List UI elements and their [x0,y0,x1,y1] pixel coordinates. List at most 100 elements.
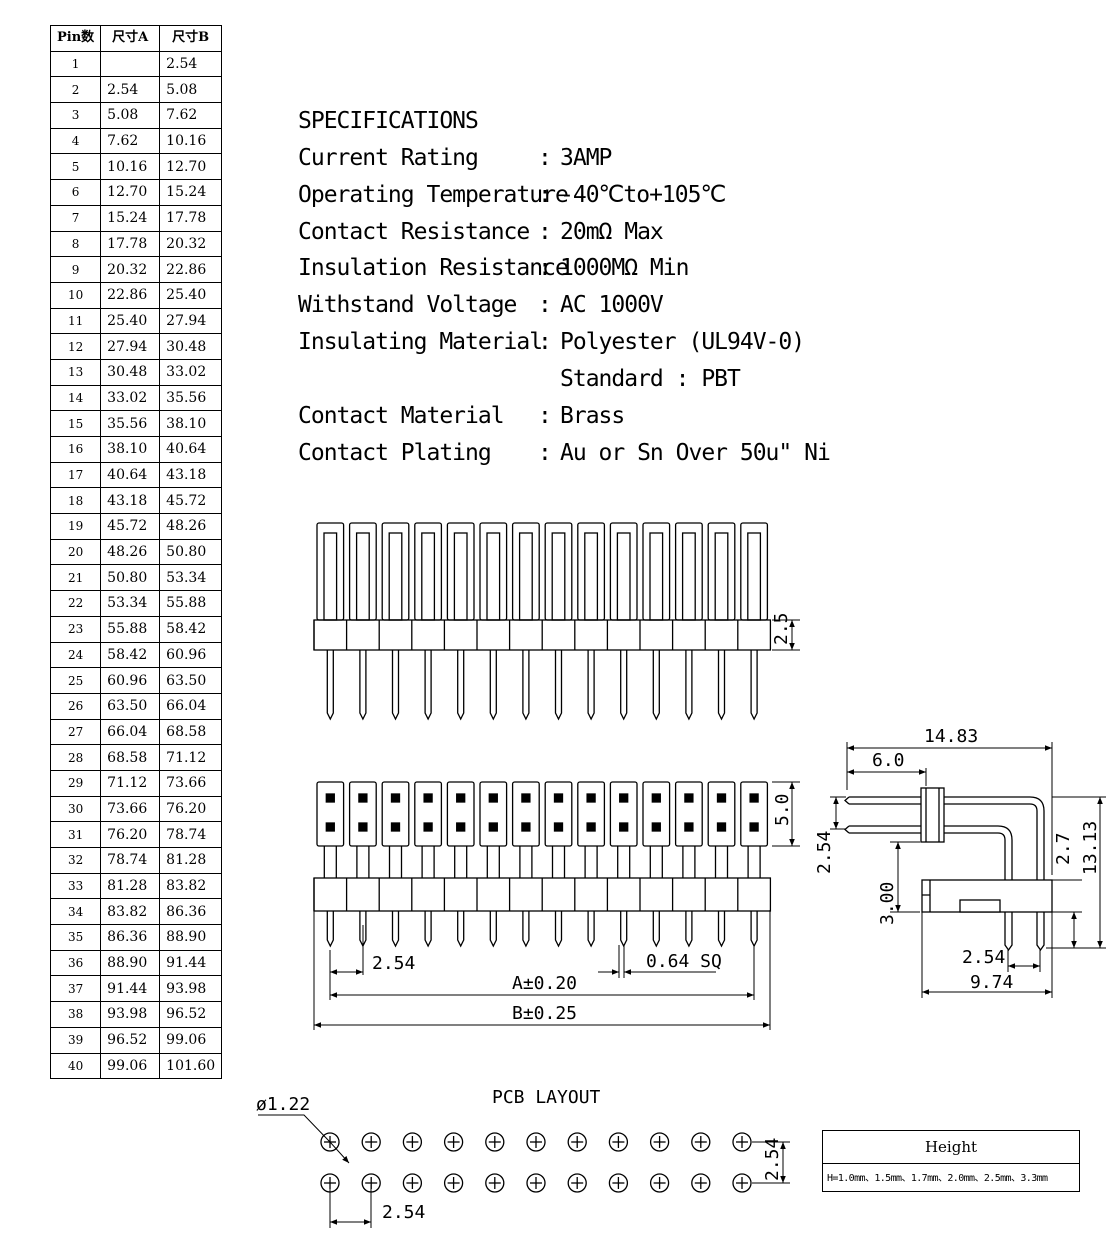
front-post-slot [681,532,696,621]
dim-a-cell: 81.28 [100,872,161,900]
spec-label: Current Rating [298,145,479,171]
front-post-slot [453,532,468,621]
front-post [609,522,638,621]
pcb-hole [485,1173,505,1193]
dim-a-cell: 20.32 [100,256,161,283]
top-pin-tail [685,911,693,948]
front-view-dimension: 2.5 [771,612,800,651]
dim-height-1-label: 2.7 [1053,832,1074,865]
pin-count-cell: 28 [49,744,102,771]
pin-count-cell: 18 [49,487,102,515]
pin-count-cell: 27 [49,718,102,746]
pcb-layout-title: PCB LAYOUT [492,1087,601,1108]
top-pin-square [488,793,498,803]
front-post [381,522,410,621]
pin-count-cell: 30 [49,795,102,823]
front-pin-tail [685,650,693,721]
dim-a-cell: 99.06 [100,1052,161,1080]
top-pin-square [456,822,466,832]
dim-b-cell: 5.08 [159,76,223,104]
dim-a-cell: 43.18 [100,487,161,515]
dim-b-cell: 88.90 [159,924,223,951]
height-options-box: Height H=1.0mm、1.5mm、1.7mm、2.0mm、2.5mm、3… [822,1130,1080,1192]
front-view-drawing [313,522,772,721]
dim-housing-side-label: 3.00 [877,882,898,925]
pcb-hole [608,1132,629,1152]
dim-a-cell: 7.62 [100,127,161,155]
spec-colon: : [538,255,552,281]
pcb-hole [567,1132,587,1152]
pin-count-cell: 39 [49,1026,102,1054]
dim-b-cell: 86.36 [159,898,223,926]
top-pin-tail [391,911,400,948]
hole-diameter-label: ø1.22 [256,1094,310,1115]
top-pin-square [586,793,596,803]
top-pin-tail [424,911,432,948]
dim-b-cell: 15.24 [159,179,223,206]
front-pin-tail [424,650,432,721]
top-post [609,781,638,847]
pcb-hole [526,1173,546,1193]
dim-b-cell: 33.02 [159,358,223,386]
top-pin-square [390,822,401,832]
pin-count-cell: 11 [49,307,102,335]
pin-count-cell: 38 [49,1001,102,1028]
top-pin-square [390,793,401,803]
top-pin-square [358,822,368,832]
dim-b-cell: 40.64 [159,436,223,463]
top-pin-square [651,793,661,803]
dim-b-cell: 71.12 [159,744,223,771]
front-pin-tail [717,650,726,721]
pcb-hole [649,1132,670,1152]
dim-depth-label: 9.74 [970,972,1013,993]
front-post [316,522,345,621]
pcb-hole [732,1173,752,1193]
dim-height-2-label: 13.13 [1080,821,1101,875]
spec-colon: : [538,329,552,355]
height-box-title: Height [823,1131,1079,1164]
top-pin-tail [554,911,563,948]
dim-pin-sq-label: 0.64 SQ [646,951,722,972]
front-post [577,522,606,621]
spec-colon: : [538,145,552,171]
front-pin-tail [457,650,465,721]
spec-colon: : [538,440,552,466]
spec-label: Insulating Material [298,329,543,355]
top-post [707,781,736,847]
dim-b-cell: 76.20 [159,795,223,823]
spec-label: Contact Resistance [298,219,530,245]
dim-a-cell: 50.80 [100,564,161,592]
dim-a-cell: 10.16 [100,153,161,181]
top-pin-tail [457,911,465,948]
pin-count-cell: 34 [49,898,102,926]
dim-a-cell: 76.20 [100,821,161,848]
spec-label: Contact Plating [298,440,492,466]
dim-b-cell: 50.80 [159,538,223,566]
dim-a-cell [100,50,161,78]
pin-count-cell: 1 [49,50,102,78]
dim-height-label: 5.0 [772,793,793,826]
spec-label: Contact Material [298,403,505,429]
spec-value: -40℃to+105℃ [560,182,726,208]
spec-value: Standard : PBT [560,366,741,392]
front-post-slot [649,532,664,621]
dim-b-cell: 91.44 [159,949,223,977]
side-view-drawing [844,787,1053,952]
dim-b-cell: 99.06 [159,1026,223,1054]
dim-b-cell: 43.18 [159,461,223,489]
top-post [381,781,410,847]
dim-b-cell: 22.86 [159,256,223,283]
top-post [479,781,508,847]
